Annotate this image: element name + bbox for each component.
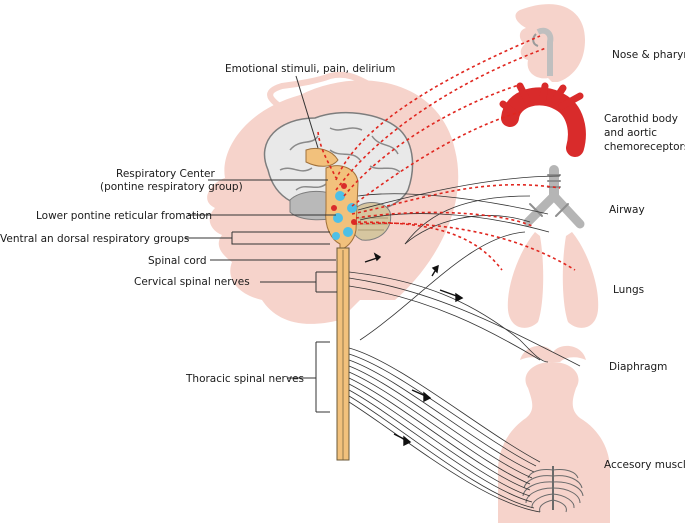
label-carotid-body: Carothid body xyxy=(604,113,678,125)
airway-icon xyxy=(523,165,585,229)
label-airway: Airway xyxy=(609,204,645,216)
leader-lines xyxy=(185,75,337,413)
label-emotional-stimuli: Emotional stimuli, pain, delirium xyxy=(225,63,395,75)
arrow-icons xyxy=(364,252,464,447)
ribcage-icon xyxy=(522,466,584,513)
lungs-icon xyxy=(507,232,599,328)
label-nose-pharynx: Nose & pharynx xyxy=(612,49,685,61)
nerve-fibers xyxy=(348,175,581,513)
aortic-arch-icon xyxy=(499,82,586,157)
label-accessory-muscles: Accesory muscles xyxy=(604,459,685,471)
label-ventral-dorsal: Ventral an dorsal respiratory groups xyxy=(0,233,189,245)
label-respiratory-center: Respiratory Center xyxy=(116,168,216,180)
label-diaphragm: Diaphragm xyxy=(609,361,667,373)
diaphragm-icon xyxy=(520,345,586,362)
label-pontine-group: (pontine respiratory group) xyxy=(100,181,243,193)
upper-head-silhouette xyxy=(515,4,585,83)
label-and-aortic: and aortic xyxy=(604,127,657,139)
label-lower-pontine: Lower pontine reticular fromation xyxy=(36,210,212,222)
label-chemoreceptors: chemoreceptors xyxy=(604,141,685,153)
label-thoracic-nerves: Thoracic spinal nerves xyxy=(185,373,304,385)
label-cervical-nerves: Cervical spinal nerves xyxy=(134,276,250,288)
label-spinal-cord: Spinal cord xyxy=(148,255,207,267)
spinal-cord xyxy=(336,247,350,461)
label-lungs: Lungs xyxy=(613,284,644,296)
sensory-dotted-paths xyxy=(317,35,576,271)
brain-icon xyxy=(263,111,414,251)
